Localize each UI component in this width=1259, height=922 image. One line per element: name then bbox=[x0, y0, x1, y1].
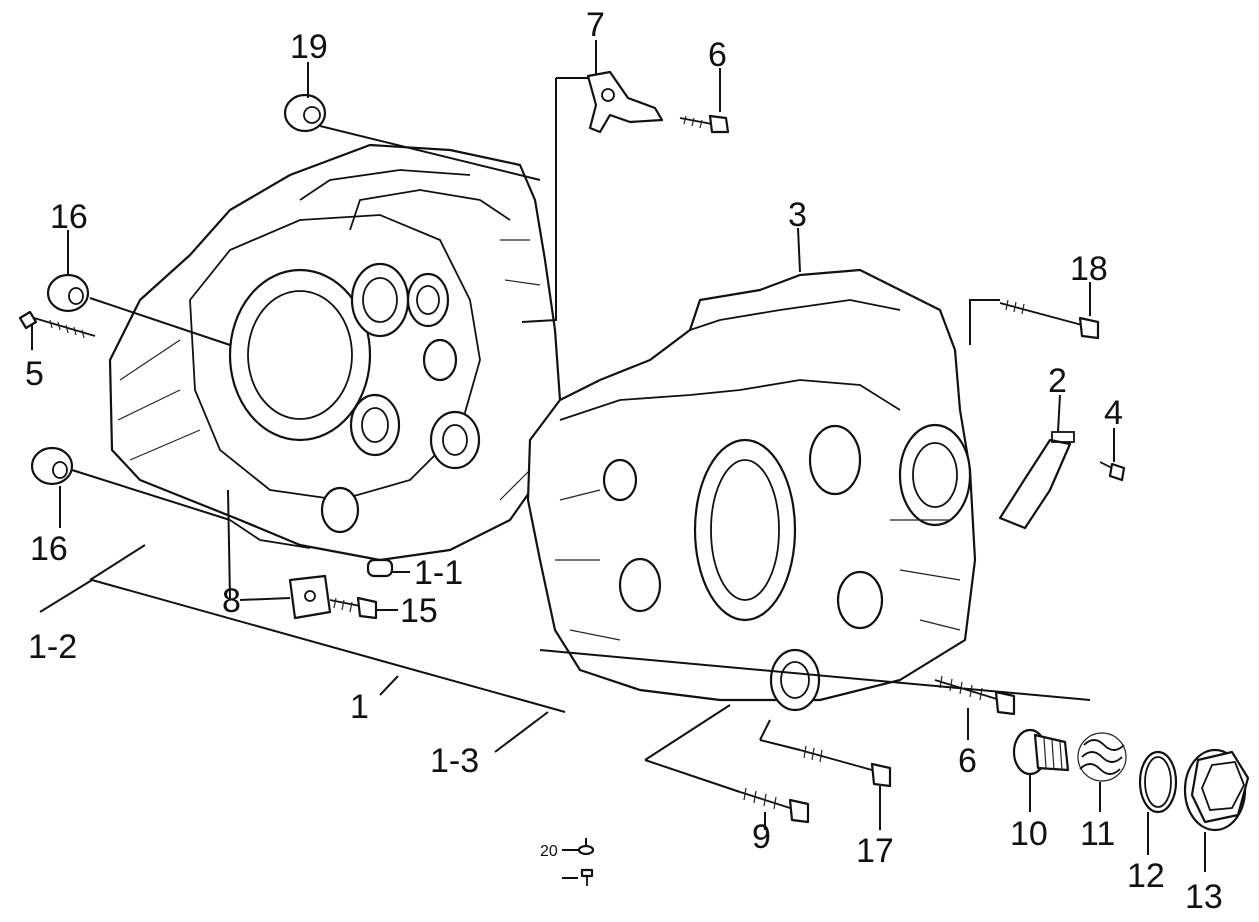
washer-19 bbox=[577, 844, 595, 856]
right-crankcase bbox=[526, 268, 977, 712]
spring-11 bbox=[1077, 732, 1127, 782]
label-4: 3 bbox=[788, 196, 807, 234]
screw-3 bbox=[1099, 461, 1126, 482]
leader-lines bbox=[31, 40, 1206, 879]
plate-9 bbox=[288, 574, 332, 620]
label-1-1: 1-1 bbox=[414, 554, 463, 592]
bolt-14 bbox=[799, 745, 892, 788]
bolt-6-left bbox=[18, 310, 96, 339]
label-2: 2 bbox=[1048, 362, 1067, 400]
label-18: 15 bbox=[400, 592, 438, 630]
label-1-2: 1-2 bbox=[28, 628, 77, 666]
label-6-right: 6 bbox=[958, 742, 977, 780]
cap-16-lower bbox=[30, 446, 74, 486]
label-13: 13 bbox=[1185, 878, 1223, 916]
label-15: 18 bbox=[1070, 250, 1108, 288]
label-8: 7 bbox=[586, 6, 605, 44]
callout-labels: 19 16 5 16 7 6 3 18 2 4 1-1 8 15 1-2 1 1… bbox=[25, 6, 1223, 916]
cap-16-upper bbox=[46, 273, 90, 313]
plug-10 bbox=[1012, 728, 1070, 776]
label-9: 8 bbox=[222, 582, 241, 620]
label-17: 19 bbox=[290, 28, 328, 66]
label-1-3: 1-3 bbox=[430, 742, 479, 780]
label-10: 10 bbox=[1010, 815, 1048, 853]
bolt-15 bbox=[999, 299, 1100, 340]
label-7: 6 bbox=[708, 36, 727, 74]
bolt-20 bbox=[580, 868, 594, 886]
left-crankcase bbox=[108, 143, 562, 578]
label-12: 12 bbox=[1127, 857, 1165, 895]
label-6-left: 5 bbox=[25, 355, 44, 393]
cap-17 bbox=[283, 93, 327, 133]
bolt-18 bbox=[329, 596, 378, 620]
label-3: 4 bbox=[1104, 394, 1123, 432]
label-11: 11 bbox=[1080, 815, 1115, 853]
nut-13 bbox=[1183, 748, 1250, 832]
bolt-6-right bbox=[934, 675, 1016, 716]
label-19: 20 bbox=[540, 843, 558, 860]
label-1: 1 bbox=[350, 688, 369, 726]
label-16-lower: 16 bbox=[30, 530, 68, 568]
bracket-8 bbox=[586, 70, 664, 134]
oring-12 bbox=[1138, 750, 1178, 814]
label-14: 17 bbox=[856, 832, 894, 870]
label-16-upper: 16 bbox=[50, 198, 88, 236]
label-5: 9 bbox=[752, 818, 771, 856]
pin-2 bbox=[998, 431, 1075, 530]
bolt-7 bbox=[679, 114, 730, 134]
bolt-5 bbox=[739, 787, 810, 824]
